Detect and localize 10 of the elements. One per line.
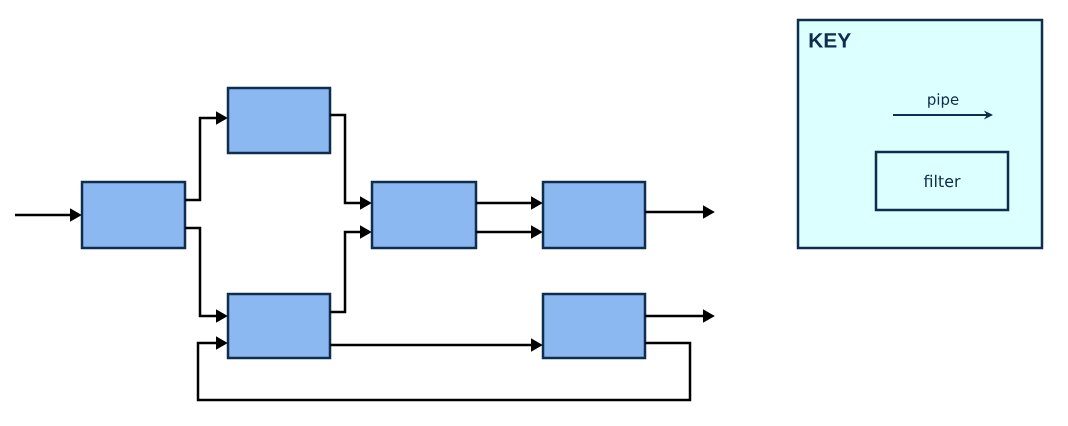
filter-box [80,180,187,250]
legend-label: pipe [928,93,959,108]
filter-box [226,86,332,155]
arrow [196,336,692,402]
filter-box [226,292,332,360]
filter-box [541,180,647,250]
filter-box [370,180,478,250]
filter-box: filter [874,150,1010,212]
key-heading: KEY [809,33,851,48]
filter-box [541,292,647,360]
